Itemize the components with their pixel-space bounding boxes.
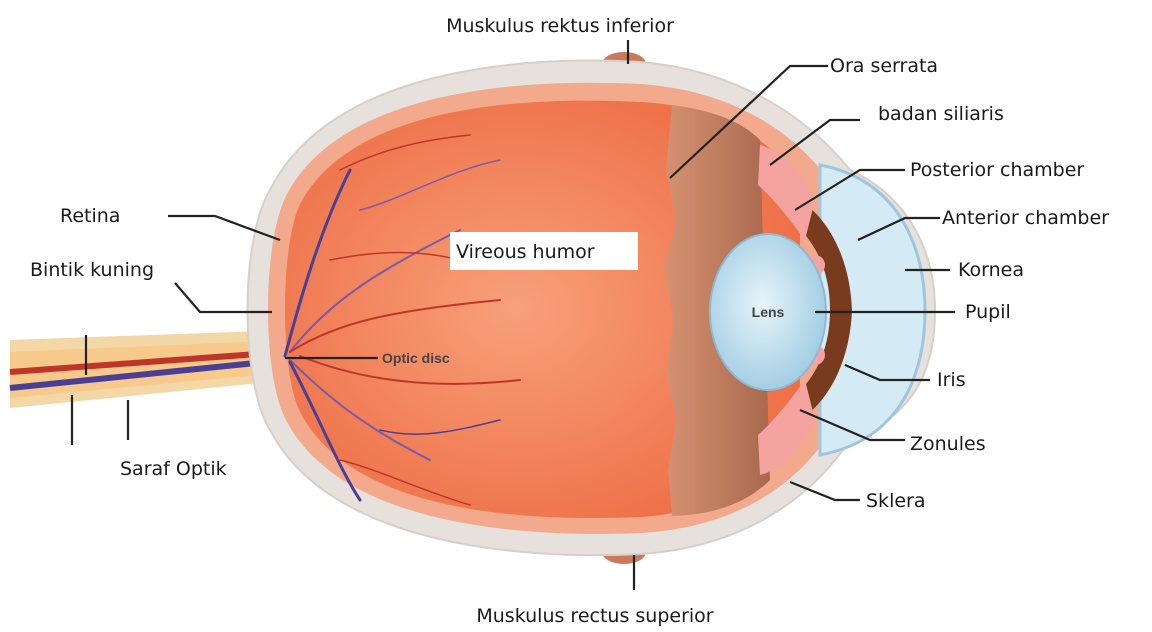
label-bintik-kuning: Bintik kuning <box>30 259 154 281</box>
label-optic-disc: Optic disc <box>382 350 450 366</box>
label-iris: Iris <box>937 369 966 391</box>
label-ora-serrata: Ora serrata <box>830 55 938 77</box>
label-kornea: Kornea <box>958 259 1024 281</box>
label-anterior-chamber: Anterior chamber <box>942 207 1109 229</box>
label-badan-siliaris: badan siliaris <box>878 103 1004 125</box>
label-vireous-humor: Vireous humor <box>456 241 595 263</box>
label-muskulus-rektus-inferior: Muskulus rektus inferior <box>446 15 674 37</box>
label-zonules: Zonules <box>910 433 986 455</box>
label-saraf-optik: Saraf Optik <box>120 458 227 480</box>
label-retina: Retina <box>60 205 120 227</box>
label-pupil: Pupil <box>965 301 1011 323</box>
label-lens: Lens <box>752 304 785 320</box>
label-sklera: Sklera <box>866 490 926 512</box>
label-posterior-chamber: Posterior chamber <box>910 159 1084 181</box>
label-muskulus-rectus-superior: Muskulus rectus superior <box>476 605 713 627</box>
